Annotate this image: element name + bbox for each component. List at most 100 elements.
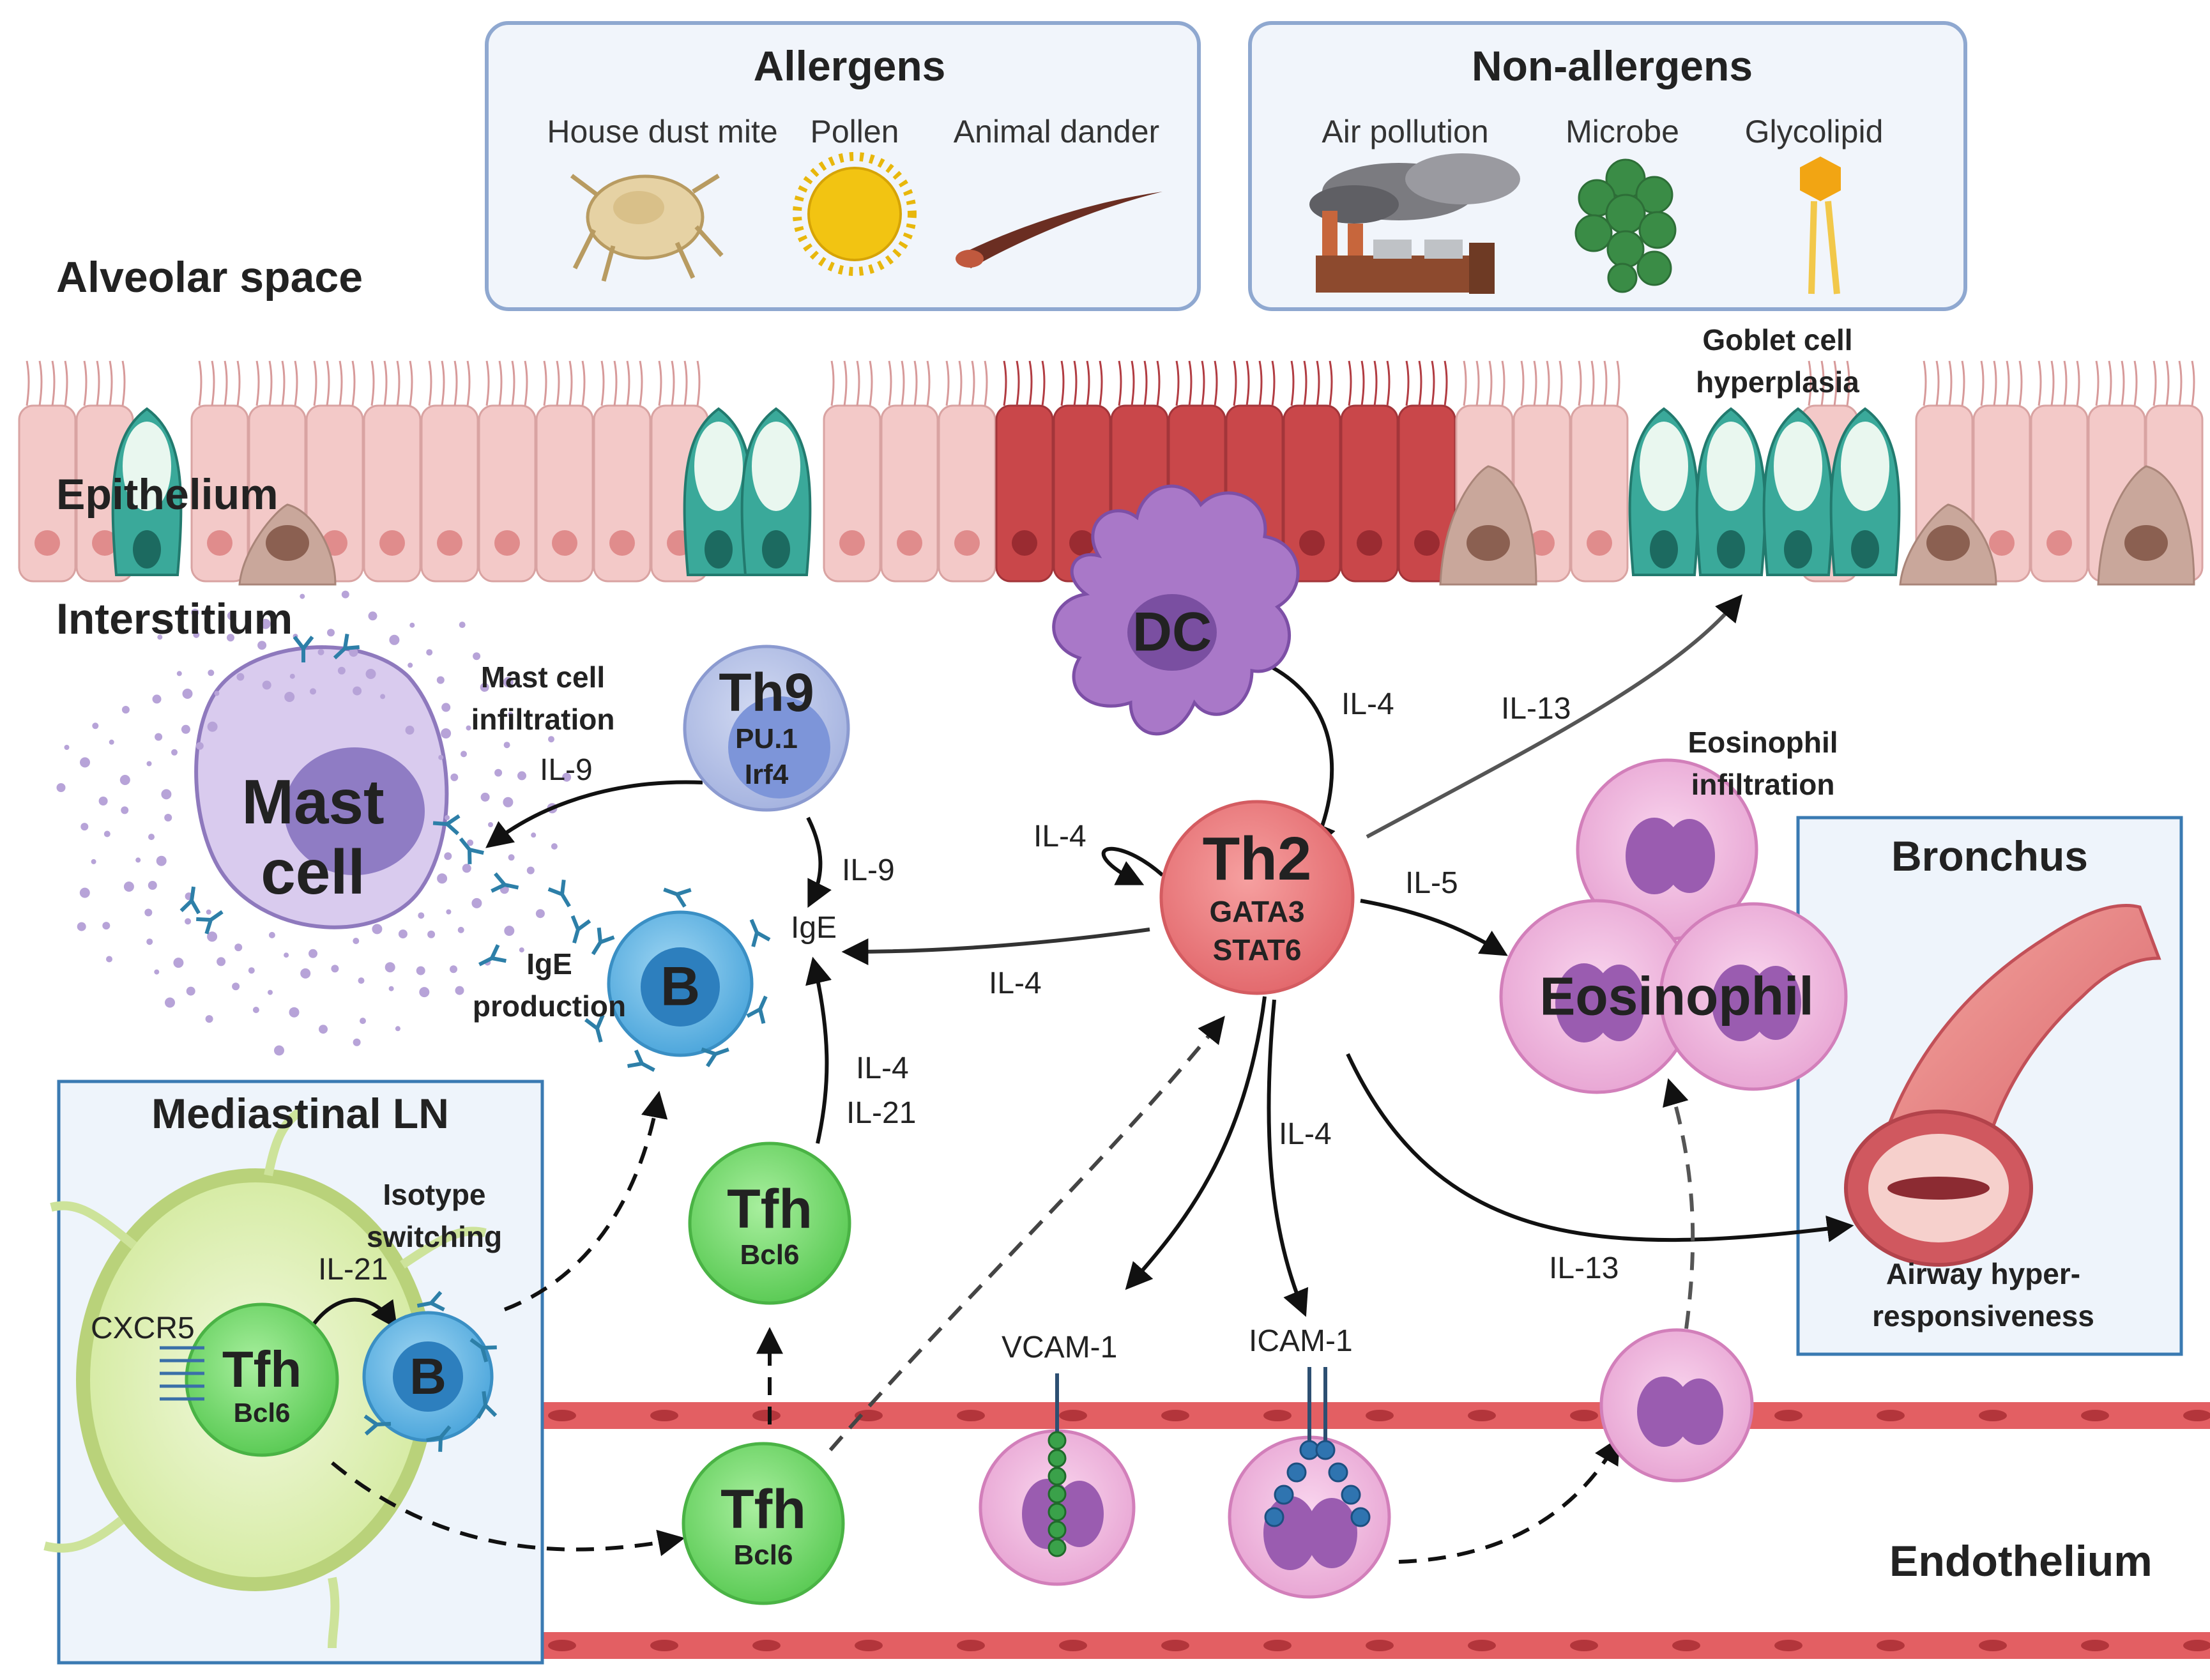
mast-granule bbox=[227, 634, 234, 642]
mast-granule bbox=[418, 912, 425, 919]
mast-cell-label: Mast cell bbox=[241, 767, 384, 907]
epithelial-cell bbox=[420, 404, 479, 583]
cilia bbox=[294, 360, 298, 406]
non-allergen-air-pollution-label: Air pollution bbox=[1322, 114, 1489, 149]
icam-1-label: ICAM-1 bbox=[1249, 1324, 1353, 1358]
epithelial-cell bbox=[1340, 404, 1399, 583]
cilia bbox=[913, 360, 918, 406]
mast-granule bbox=[331, 965, 339, 973]
cilia bbox=[2006, 360, 2010, 406]
tfh-cell-interstitium bbox=[688, 1142, 851, 1305]
mast-granule bbox=[248, 967, 255, 974]
epithelial-nucleus bbox=[379, 530, 405, 556]
endothelial-nucleus bbox=[1263, 1640, 1292, 1651]
mast-granule bbox=[173, 958, 184, 968]
mast-granule bbox=[503, 742, 510, 749]
mast-granule bbox=[441, 703, 451, 712]
non-allergen-microbe-label: Microbe bbox=[1566, 114, 1679, 149]
endothelial-nucleus bbox=[2183, 1410, 2210, 1421]
mast-granule bbox=[148, 881, 157, 890]
goblet-mucus bbox=[123, 422, 171, 511]
cilia bbox=[1948, 360, 1953, 406]
epithelial-cell bbox=[880, 404, 939, 583]
arrow-th2-to-goblet bbox=[1366, 594, 1743, 839]
arrows bbox=[305, 594, 1854, 1564]
endothelium-layer bbox=[543, 1402, 2210, 1659]
cilia bbox=[281, 360, 286, 406]
epithelial-cell bbox=[478, 404, 537, 583]
goblet-nucleus bbox=[762, 530, 790, 569]
mast-granule bbox=[526, 866, 535, 874]
cilia bbox=[83, 360, 88, 406]
mast-granule bbox=[360, 1018, 366, 1025]
endothelial-nucleus bbox=[855, 1640, 883, 1651]
mast-granule bbox=[441, 728, 452, 739]
epithelial-nucleus bbox=[92, 530, 118, 556]
cilia bbox=[843, 360, 848, 406]
mast-granule bbox=[409, 622, 415, 628]
cilia bbox=[696, 360, 701, 406]
endothelial-nucleus bbox=[1570, 1410, 1598, 1421]
cilia bbox=[888, 360, 892, 406]
eos-infiltration-line-2: infiltration bbox=[1691, 768, 1835, 801]
mast-granule bbox=[519, 947, 524, 953]
non-allergen-glycolipid-label: Glycolipid bbox=[1744, 114, 1884, 149]
ige-antibody-icon bbox=[459, 837, 484, 864]
endothelial-nucleus bbox=[957, 1640, 985, 1651]
arrow-dc-to-th2 bbox=[1251, 656, 1336, 851]
tfh-tf-1: Bcl6 bbox=[740, 1239, 800, 1271]
epithelial-nucleus bbox=[34, 530, 60, 556]
cilia bbox=[626, 360, 630, 406]
endothelial-nucleus bbox=[1672, 1640, 1700, 1651]
mast-granule bbox=[157, 634, 163, 640]
mast-granule bbox=[444, 852, 452, 860]
il4-adhesion-label: IL-4 bbox=[1279, 1117, 1332, 1151]
il4-b-label: IL-4 bbox=[989, 966, 1042, 1000]
basal-nucleus bbox=[266, 525, 309, 561]
mast-granule bbox=[236, 673, 245, 681]
mast-granule bbox=[353, 1038, 361, 1046]
mast-granule bbox=[135, 857, 141, 863]
cilia bbox=[1086, 360, 1090, 406]
mast-granule bbox=[395, 1026, 400, 1032]
cilia bbox=[1463, 360, 1467, 406]
cilia bbox=[2095, 360, 2100, 406]
endothelial-nucleus bbox=[2081, 1640, 2109, 1651]
mast-line-1: Mast bbox=[241, 767, 385, 837]
ige-antibody-icon bbox=[196, 910, 224, 935]
ige-production-line-1: IgE bbox=[526, 947, 572, 981]
cilia bbox=[568, 360, 573, 406]
cilia bbox=[543, 360, 547, 406]
epithelial-nucleus bbox=[839, 530, 865, 556]
arrow-th9-to-ige bbox=[806, 816, 832, 908]
blood-eosinophil bbox=[1599, 1328, 1754, 1483]
cilia bbox=[485, 360, 490, 406]
mast-granule bbox=[106, 956, 112, 963]
eosinophil-cluster bbox=[1499, 758, 1848, 1094]
ige-antibody-icon bbox=[469, 1338, 497, 1363]
cilia bbox=[1833, 360, 1838, 406]
ige-antibody-icon bbox=[426, 1425, 452, 1452]
allergens-title: Allergens bbox=[753, 42, 946, 89]
mast-granule bbox=[416, 966, 425, 975]
epithelial-cell bbox=[363, 404, 422, 583]
animal-dander-icon bbox=[956, 192, 1162, 268]
mast-granule bbox=[548, 736, 554, 743]
ige-antibody-icon bbox=[746, 995, 768, 1024]
dc-label: DC bbox=[1132, 601, 1212, 663]
mast-granule bbox=[77, 922, 86, 931]
allergen-house-dust-mite-label: House dust mite bbox=[547, 114, 778, 149]
mast-granule bbox=[388, 986, 394, 991]
mast-granule bbox=[317, 648, 324, 655]
mast-granule bbox=[146, 938, 153, 945]
goblet-nucleus bbox=[705, 530, 733, 569]
ige-antibody-icon bbox=[547, 880, 571, 908]
mast-granule bbox=[176, 671, 182, 676]
mast-granule bbox=[327, 629, 335, 637]
mast-granule bbox=[121, 706, 130, 714]
dendritic-cell bbox=[1052, 484, 1300, 736]
cilia bbox=[1348, 360, 1352, 406]
th9-tf-irf4: Irf4 bbox=[744, 759, 789, 790]
